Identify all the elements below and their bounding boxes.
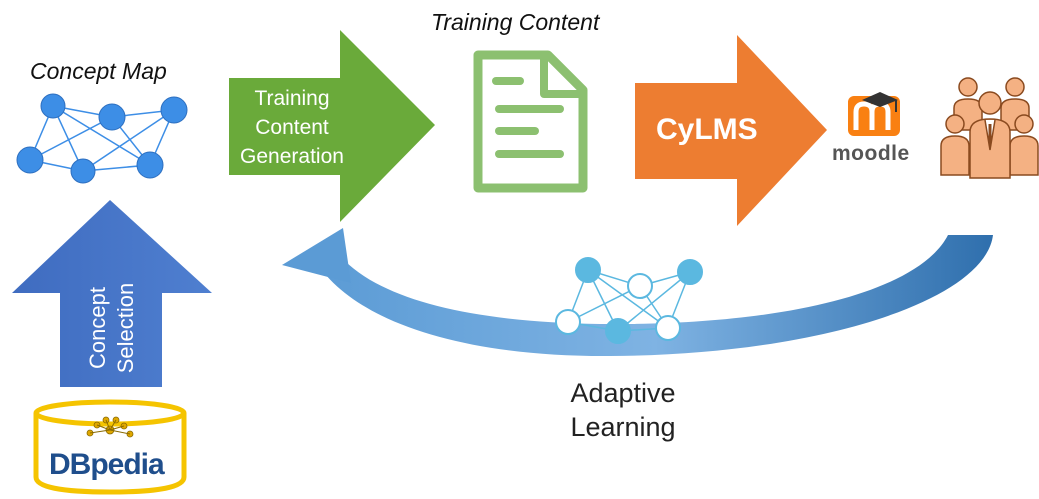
dbpedia-database-icon — [33, 399, 187, 495]
document-icon — [473, 50, 588, 193]
concept-selection-line2: Selection — [113, 282, 138, 374]
training-content-generation-line1: Training — [254, 87, 330, 110]
training-content-generation-line3: Generation — [240, 145, 344, 168]
users-group-icon — [940, 77, 1039, 179]
adaptive-learning-curve-arrow — [282, 228, 993, 357]
adaptive-learning-label: Adaptive Learning — [553, 376, 693, 444]
cylms-label: CyLMS — [656, 113, 758, 146]
moodle-logo-icon — [848, 92, 900, 136]
dbpedia-label: DBpedia — [49, 448, 165, 481]
cylms-arrow — [635, 35, 827, 226]
adaptive-learning-line1: Adaptive — [570, 378, 676, 408]
adaptive-learning-line2: Learning — [570, 412, 676, 442]
concept-selection-line1: Concept — [85, 287, 110, 369]
training-content-generation-arrow — [229, 30, 435, 222]
concept-map-network-icon — [16, 93, 188, 184]
concept-map-label: Concept Map — [30, 58, 167, 84]
training-content-label: Training Content — [431, 9, 600, 35]
concept-selection-arrow — [12, 200, 212, 387]
concept-selection-label: Concept Selection — [84, 266, 140, 390]
moodle-label: moodle — [832, 142, 910, 165]
adaptive-network-icon — [555, 257, 703, 344]
training-content-generation-line2: Content — [255, 116, 329, 139]
training-content-generation-label: Training Content Generation — [236, 84, 348, 171]
